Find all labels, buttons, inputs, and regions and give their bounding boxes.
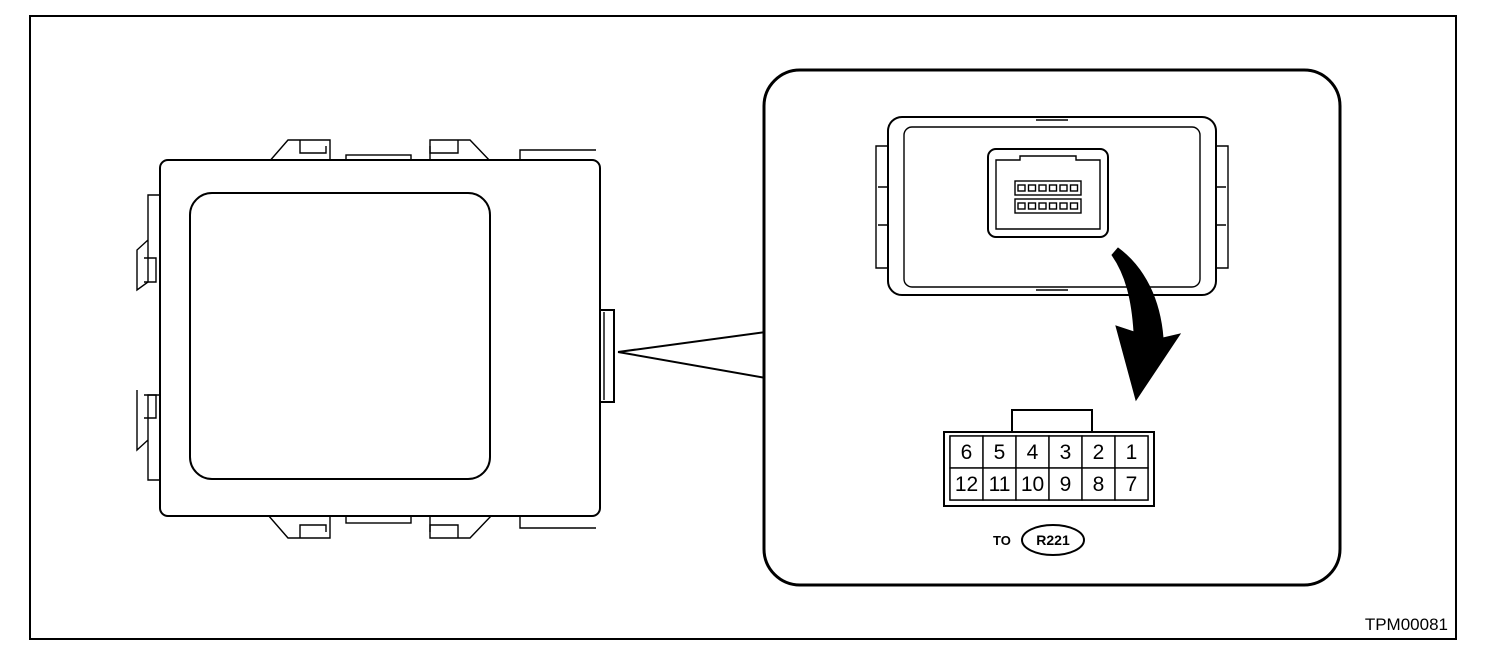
receptacle-slot — [1017, 184, 1026, 192]
pin-cell — [1081, 435, 1116, 469]
receptacle-slot — [1059, 184, 1068, 192]
pin-number: 7 — [1126, 473, 1138, 496]
receptacle-slot — [1059, 202, 1068, 210]
pin-number: 9 — [1060, 473, 1072, 496]
pin-number: 4 — [1027, 441, 1039, 464]
receptacle-slot — [1048, 202, 1058, 210]
connector-housing — [875, 116, 1229, 296]
pin-number: 2 — [1093, 441, 1105, 464]
control-unit — [136, 139, 615, 539]
connector-code: R221 — [1036, 532, 1070, 548]
receptacle-pin-slots — [1017, 184, 1079, 210]
pin-cell — [1114, 467, 1149, 501]
receptacle-slot — [1017, 202, 1026, 210]
receptacle-slot — [1069, 184, 1079, 192]
pin-cell — [1048, 435, 1083, 469]
pin-number: 12 — [955, 473, 978, 496]
connector-code-oval — [1021, 524, 1085, 556]
receptacle-slot — [1027, 202, 1037, 210]
pin-number: 8 — [1093, 473, 1105, 496]
pin-number: 5 — [994, 441, 1006, 464]
pin-cell — [982, 467, 1017, 501]
pin-number: 11 — [989, 473, 1011, 496]
pin-number: 10 — [1021, 473, 1044, 496]
receptacle-slot — [1048, 184, 1058, 192]
receptacle-slot — [1069, 202, 1079, 210]
curved-arrow-icon — [1111, 247, 1182, 402]
pin-number: 1 — [1126, 441, 1138, 464]
receptacle-slot — [1038, 202, 1047, 210]
pin-number: 3 — [1060, 441, 1072, 464]
to-label: TO — [993, 533, 1011, 548]
receptacle-slot — [1027, 184, 1037, 192]
figure-id: TPM00081 — [1365, 615, 1448, 634]
pin-number: 6 — [961, 441, 973, 464]
callout-pointer — [617, 331, 767, 379]
receptacle-slot — [1038, 184, 1047, 192]
